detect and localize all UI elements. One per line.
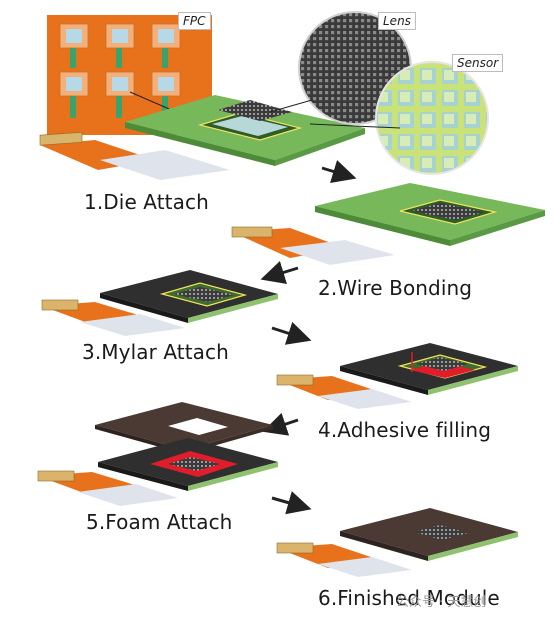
step5-module [37,402,278,506]
step-4-label: 4.Adhesive filling [318,418,492,442]
lens-leader-line [269,99,313,113]
step-3-label: 3.Mylar Attach [82,340,229,364]
sensor-magnifier [309,61,489,175]
fpc-callout: FPC [178,12,211,30]
watermark: 公众号 · 天慧创 [396,595,487,610]
step-5-label: 5.Foam Attach [86,510,233,534]
arrow-3-to-4 [271,321,312,345]
step-2-label: 2.Wire Bonding [318,276,473,300]
lens-callout: Lens [378,12,416,30]
arrow-4-to-5 [262,412,299,436]
step4-module [276,343,518,409]
fpc-panel [47,15,212,135]
step3-module [41,270,278,336]
step-1-label: 1.Die Attach [84,190,209,214]
step-6-label: 6.Finished Module [318,586,500,610]
step2-module [231,183,545,265]
arrow-1-to-2 [321,160,357,183]
arrow-5-to-6 [271,491,312,515]
sensor-callout: Sensor [452,54,504,72]
step6-module [276,508,518,577]
step1-module [39,95,365,180]
sensor-leader-line [309,123,401,129]
arrow-2-to-3 [260,261,299,284]
